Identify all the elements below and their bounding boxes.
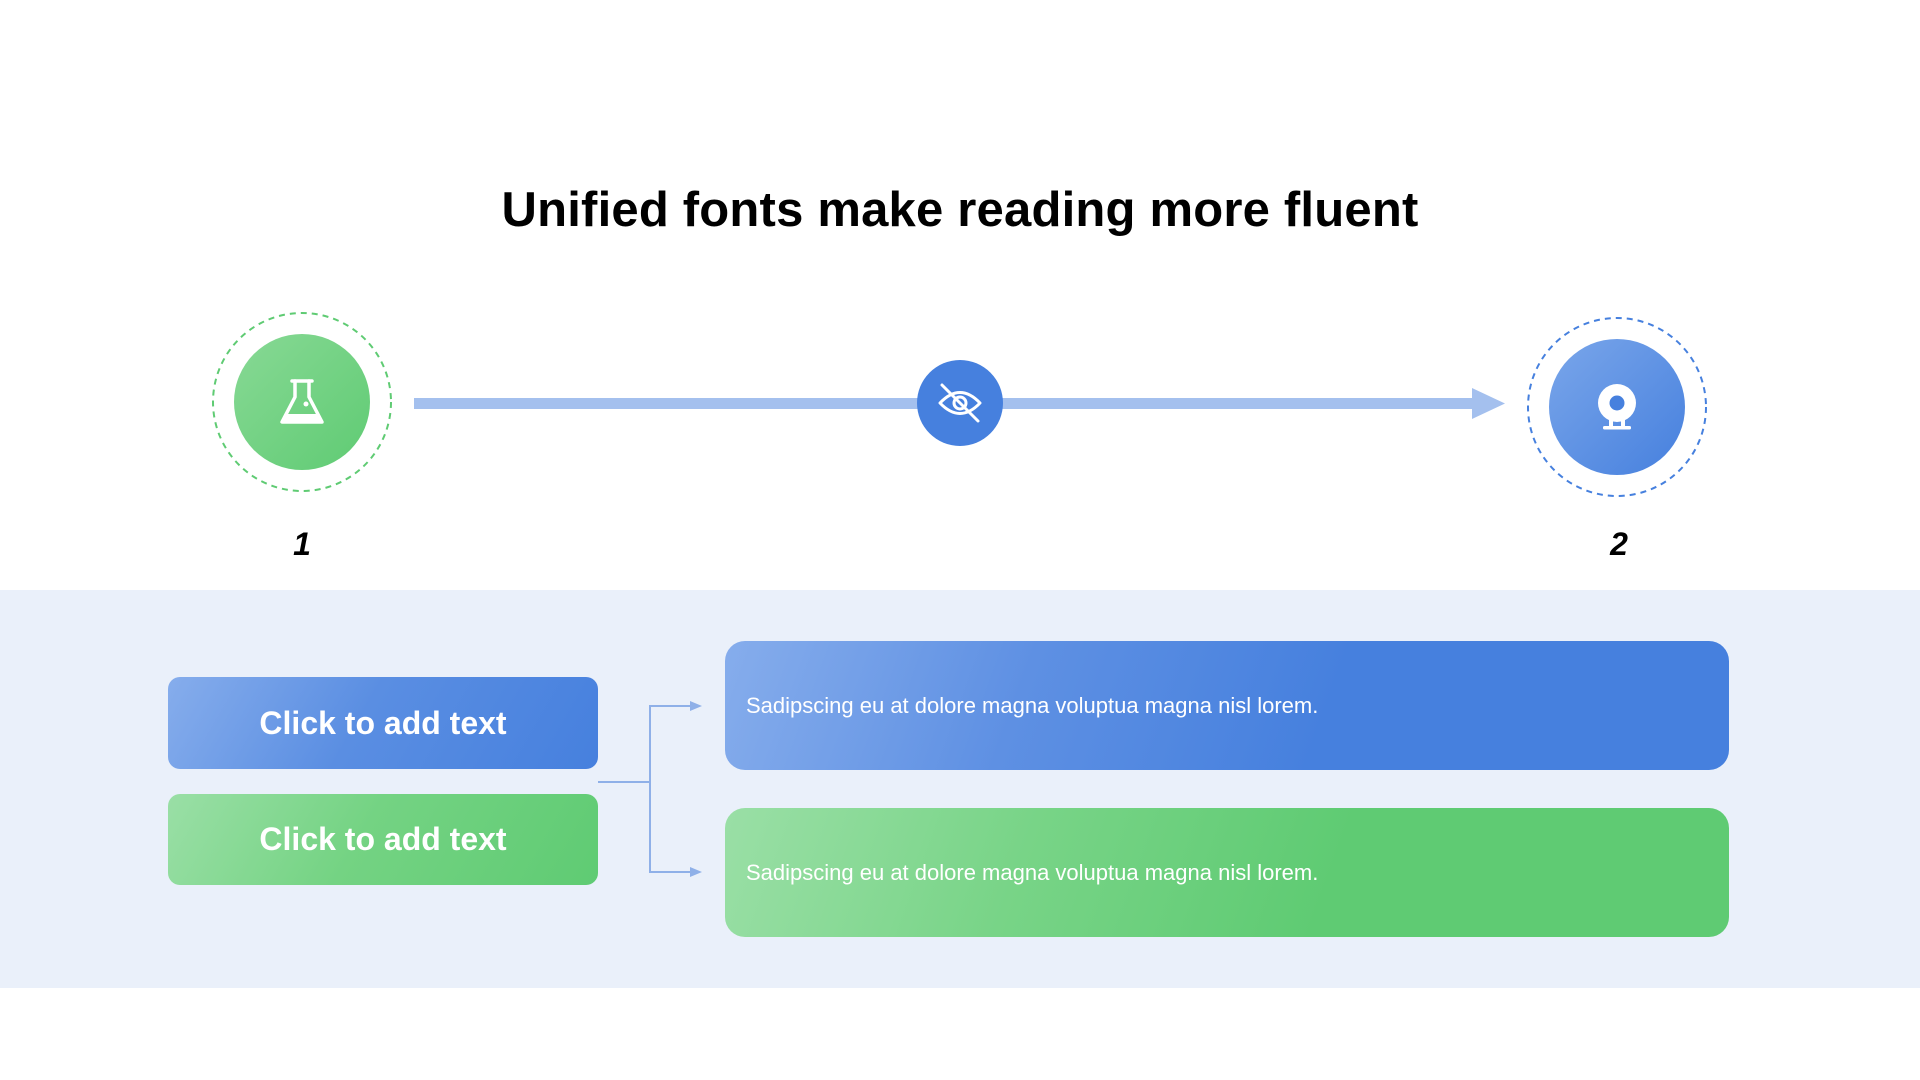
add-text-button-blue[interactable]: Click to add text <box>168 677 598 769</box>
step-1-node <box>212 312 392 492</box>
middle-node <box>917 360 1003 446</box>
text-card-blue-text: Sadipscing eu at dolore magna voluptua m… <box>746 692 1319 718</box>
text-card-blue[interactable]: Sadipscing eu at dolore magna voluptua m… <box>725 641 1729 770</box>
text-card-green[interactable]: Sadipscing eu at dolore magna voluptua m… <box>725 808 1729 937</box>
text-card-green-text: Sadipscing eu at dolore magna voluptua m… <box>746 859 1319 885</box>
page-title: Unified fonts make reading more fluent <box>501 183 1419 237</box>
step-1-number: 1 <box>293 526 311 562</box>
webcam-icon <box>1598 384 1636 430</box>
step-2-number: 2 <box>1610 526 1628 562</box>
timeline <box>212 312 1707 497</box>
flask-icon <box>280 379 324 424</box>
add-text-button-green[interactable]: Click to add text <box>168 794 598 885</box>
step-2-node <box>1527 317 1707 497</box>
eye-slash-icon <box>938 383 982 423</box>
